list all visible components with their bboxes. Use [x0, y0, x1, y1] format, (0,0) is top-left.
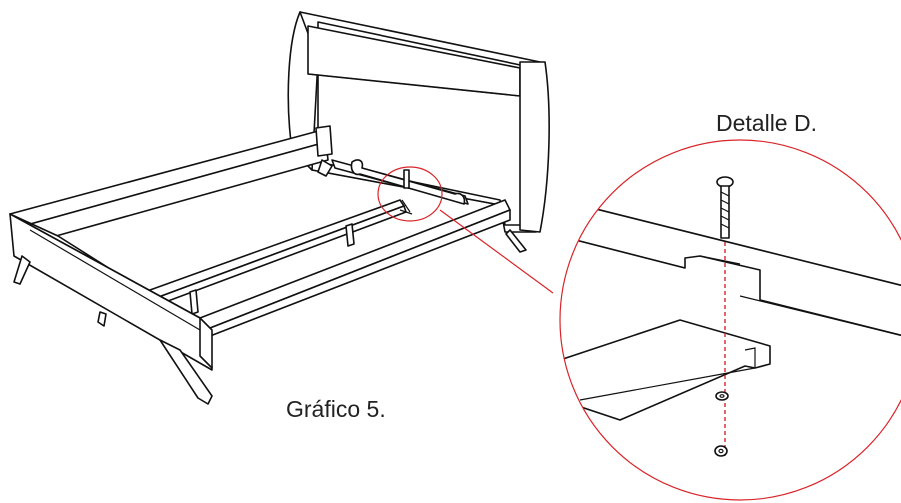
detail-circle [559, 139, 901, 501]
side-rail-left [9, 125, 333, 237]
bed-frame [9, 11, 554, 405]
bolt [716, 176, 734, 239]
washer [715, 391, 729, 401]
callout-leader [439, 209, 554, 294]
footboard [9, 159, 333, 405]
detail-callout-circle [377, 166, 443, 222]
figure-caption: Gráfico 5. [286, 396, 386, 422]
headboard [287, 11, 550, 253]
bolt-on-frame [399, 169, 413, 215]
detail-d [559, 139, 901, 501]
nut [714, 445, 728, 457]
detail-caption: Detalle D. [716, 110, 817, 136]
